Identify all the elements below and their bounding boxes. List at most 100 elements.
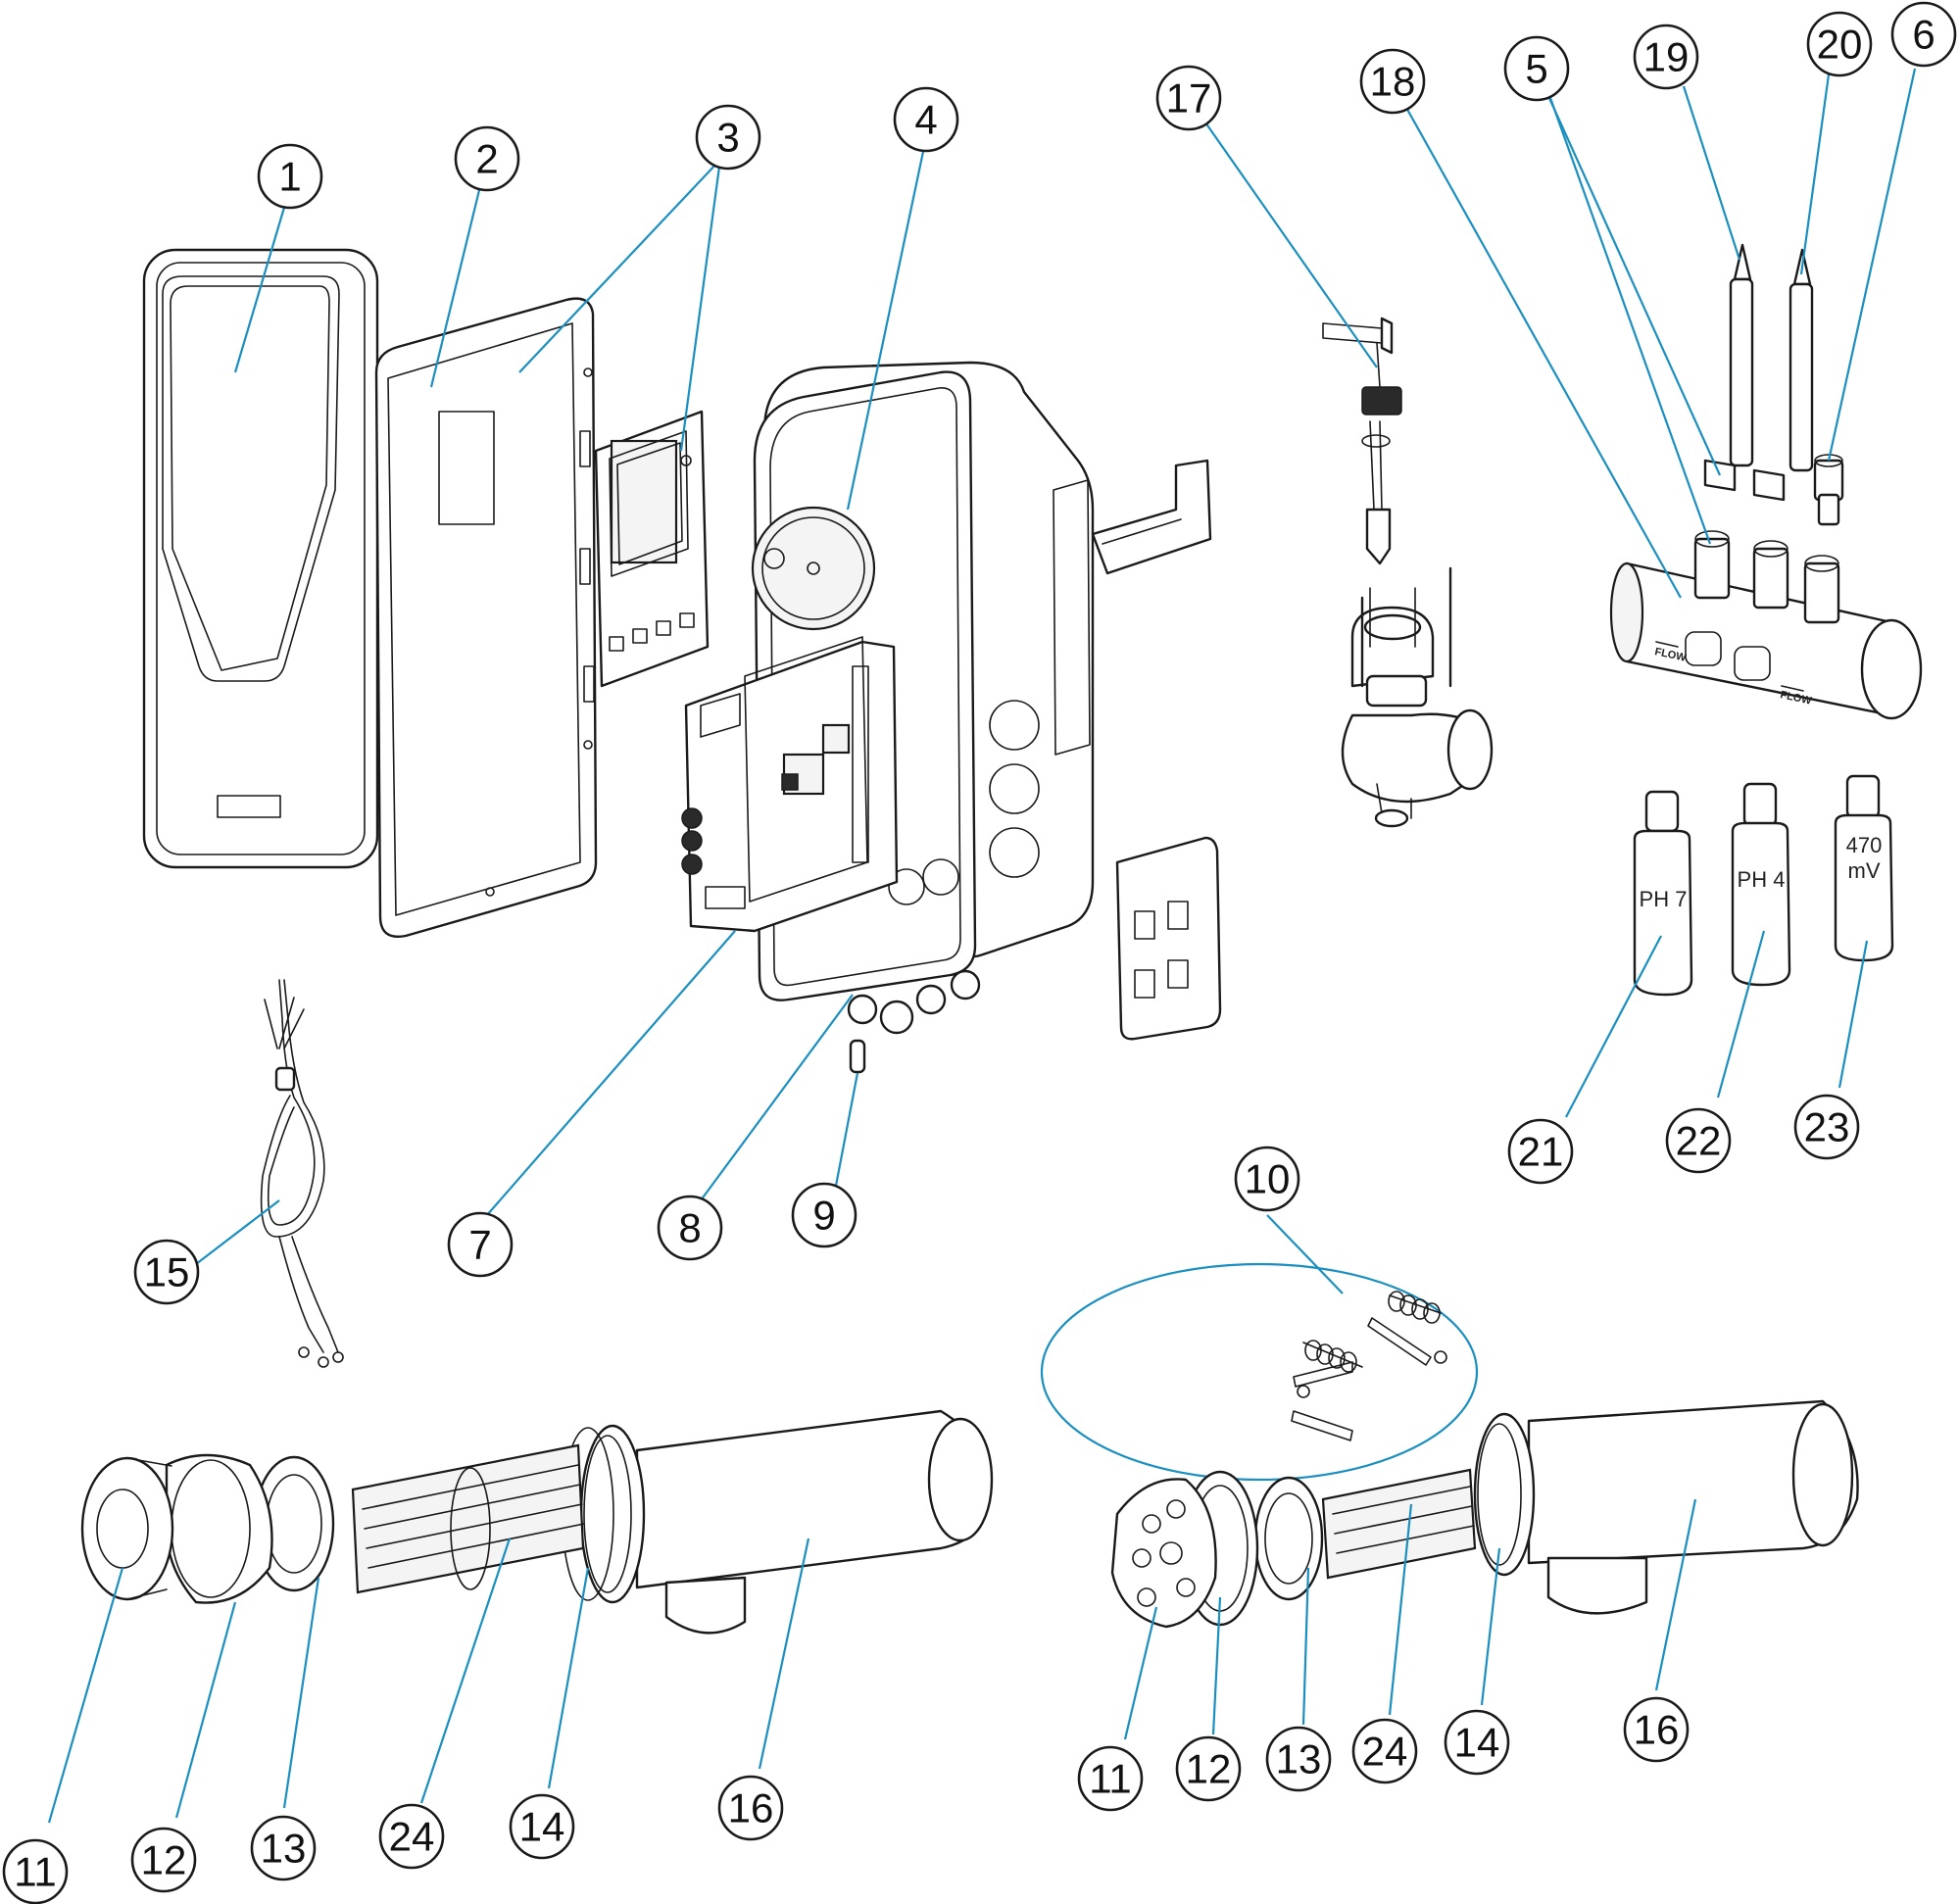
- leader-24a: [419, 1538, 512, 1804]
- leader-6: [1827, 68, 1917, 462]
- leader-5b: [1548, 97, 1712, 545]
- ph-probe-part: [1729, 243, 1754, 467]
- bottle-ph4-label: PH 4: [1738, 867, 1786, 892]
- callout-7: 7: [447, 1211, 514, 1278]
- leader-15: [195, 1199, 280, 1265]
- leader-1: [233, 200, 288, 373]
- leader-lines: [47, 68, 1917, 1824]
- callout-12b: 12: [1175, 1735, 1242, 1802]
- leader-16a: [758, 1538, 810, 1770]
- callout-13b: 13: [1265, 1726, 1332, 1792]
- leader-12a: [174, 1601, 237, 1819]
- callout-8: 8: [657, 1195, 723, 1261]
- power-board-part: [681, 636, 899, 933]
- front-cover-part: [142, 248, 379, 869]
- leader-22: [1716, 930, 1766, 1098]
- svg-text:15: 15: [144, 1249, 190, 1295]
- callout-11a: 11: [2, 1838, 69, 1904]
- leader-3a: [518, 161, 719, 373]
- svg-text:10: 10: [1245, 1156, 1291, 1202]
- callout-13a: 13: [250, 1815, 317, 1881]
- svg-text:21: 21: [1518, 1129, 1564, 1175]
- svg-text:9: 9: [812, 1193, 835, 1239]
- cable-part: [260, 979, 344, 1368]
- svg-text:7: 7: [468, 1222, 491, 1268]
- leader-2: [429, 185, 482, 388]
- inner-door-part: [374, 297, 598, 938]
- callout-4: 4: [893, 86, 959, 153]
- svg-text:23: 23: [1804, 1104, 1850, 1150]
- svg-text:12: 12: [1186, 1746, 1232, 1792]
- callout-17: 17: [1155, 65, 1222, 131]
- display-board-part: [594, 410, 710, 688]
- leader-14a: [547, 1567, 590, 1789]
- bottle-ph4-part: [1731, 782, 1791, 987]
- callout-24b: 24: [1351, 1718, 1418, 1784]
- svg-text:11: 11: [14, 1849, 57, 1895]
- callout-19: 19: [1633, 24, 1699, 90]
- probe-holder-part: [1322, 317, 1494, 828]
- leader-10: [1266, 1214, 1344, 1294]
- callout-12a: 12: [130, 1827, 197, 1893]
- svg-text:1: 1: [278, 154, 301, 200]
- check-valve-part: [1813, 454, 1844, 526]
- orp-probe-part: [1788, 248, 1814, 472]
- svg-text:11: 11: [1089, 1756, 1132, 1802]
- leader-20: [1799, 73, 1831, 275]
- flow-manifold-part: [1609, 530, 1923, 720]
- callout-23: 23: [1793, 1094, 1860, 1160]
- bottle-ph7-part: [1633, 790, 1693, 997]
- callout-18: 18: [1359, 48, 1426, 115]
- svg-text:24: 24: [1362, 1729, 1408, 1775]
- leader-4: [846, 146, 926, 511]
- svg-text:24: 24: [389, 1814, 435, 1860]
- svg-text:3: 3: [716, 115, 739, 161]
- svg-text:14: 14: [1454, 1720, 1500, 1766]
- leader-12b: [1211, 1596, 1222, 1735]
- svg-text:18: 18: [1370, 59, 1416, 105]
- callout-3: 3: [695, 104, 761, 171]
- svg-text:16: 16: [1634, 1707, 1680, 1753]
- leader-16b: [1654, 1498, 1697, 1691]
- callout-1: 1: [257, 143, 323, 210]
- leader-11b: [1123, 1606, 1158, 1740]
- callout-10: 10: [1234, 1146, 1300, 1212]
- hardware-kit-part: [1040, 1262, 1479, 1482]
- callout-15: 15: [133, 1239, 200, 1305]
- cell-assembly-right: [1110, 1399, 1859, 1629]
- svg-text:13: 13: [261, 1826, 307, 1872]
- leader-11a: [47, 1567, 124, 1824]
- callout-20: 20: [1806, 11, 1873, 77]
- svg-text:16: 16: [728, 1785, 774, 1831]
- callout-16b: 16: [1623, 1696, 1690, 1763]
- svg-text:8: 8: [678, 1205, 701, 1251]
- svg-text:20: 20: [1817, 22, 1863, 68]
- svg-text:6: 6: [1912, 12, 1935, 58]
- svg-text:2: 2: [475, 136, 498, 182]
- callout-21: 21: [1507, 1118, 1574, 1185]
- fuse-part: [849, 1039, 866, 1074]
- leader-5a: [1546, 95, 1722, 476]
- svg-text:12: 12: [141, 1837, 187, 1883]
- bottle-orp-part: [1834, 774, 1894, 962]
- bottle-orp-unit: mV: [1848, 858, 1881, 883]
- leader-14b: [1480, 1547, 1501, 1706]
- leader-24b: [1388, 1503, 1413, 1716]
- callout-24a: 24: [378, 1803, 445, 1870]
- leader-3b: [679, 166, 721, 452]
- callout-11b: 11: [1077, 1745, 1144, 1812]
- leader-23: [1838, 940, 1869, 1089]
- svg-text:22: 22: [1676, 1118, 1722, 1164]
- callout-22: 22: [1665, 1107, 1732, 1174]
- svg-text:17: 17: [1166, 75, 1212, 122]
- leader-21: [1565, 935, 1662, 1118]
- leader-7: [479, 930, 736, 1224]
- leader-13b: [1301, 1567, 1310, 1726]
- svg-text:19: 19: [1643, 34, 1690, 80]
- cell-assembly-left: [80, 1409, 994, 1635]
- bottle-ph7-label: PH 7: [1640, 887, 1688, 911]
- bottle-orp-value: 470: [1846, 833, 1883, 857]
- leader-8: [700, 994, 854, 1201]
